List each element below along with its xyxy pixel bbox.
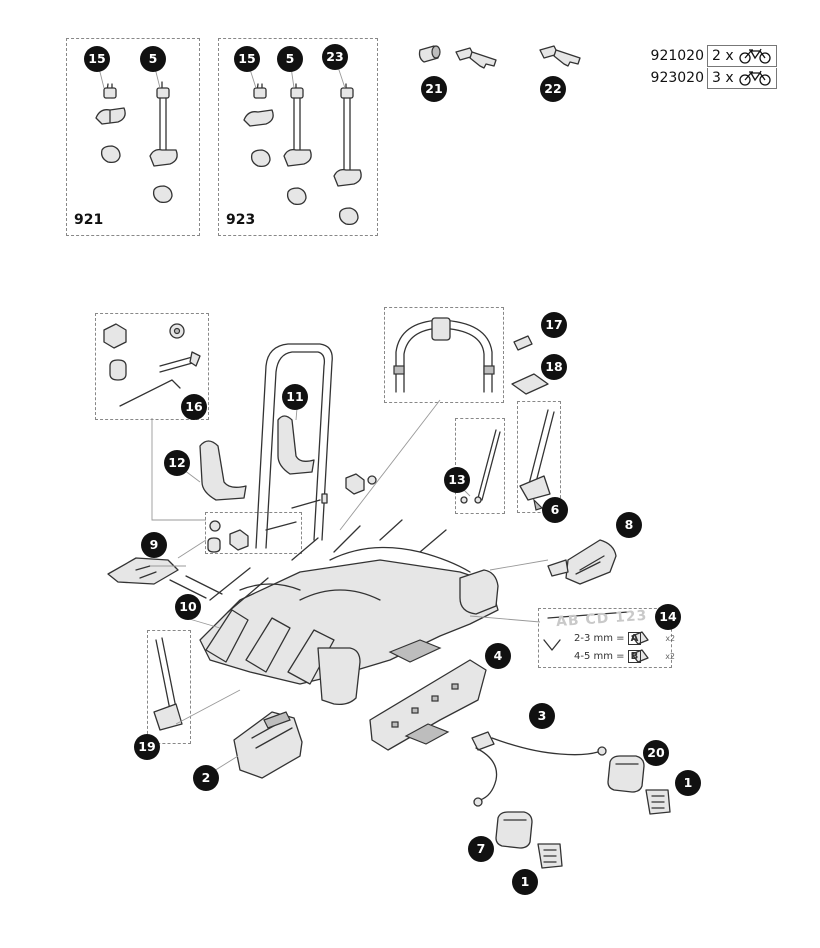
spacer-letter: B xyxy=(627,650,642,663)
part-number-badge: 3 xyxy=(529,703,555,729)
bike-holder-15-kit-921 xyxy=(95,83,126,164)
part-number-badge: 16 xyxy=(181,394,207,420)
wheel-holder-12 xyxy=(199,440,247,501)
model-code-row: 921020 2 x xyxy=(648,45,777,67)
arm-group-box xyxy=(517,401,561,513)
plate-group-box xyxy=(538,608,672,668)
part-number-badge: 12 xyxy=(164,450,190,476)
spacer-count: x2 xyxy=(665,652,676,661)
arm-6 xyxy=(519,409,555,511)
part-number-badge: 1 xyxy=(512,869,538,895)
part-number-badge: 2 xyxy=(193,765,219,791)
part-number-badge: 20 xyxy=(643,740,669,766)
wheel-holder-11 xyxy=(277,415,315,475)
bolt-set xyxy=(265,473,377,531)
knob-group-box xyxy=(205,512,302,554)
spacer-letter: A xyxy=(627,632,642,645)
tail-light-20 xyxy=(607,755,645,793)
kit-921-label: 921 xyxy=(74,212,104,228)
lock-bar-17 xyxy=(393,317,533,393)
part-number-badge: 15 xyxy=(84,46,110,72)
kit-923-box xyxy=(218,38,378,236)
bike-holder-15-kit-923 xyxy=(243,83,274,168)
leader-lines xyxy=(96,57,549,777)
bike-holder-23-kit-923 xyxy=(333,83,362,226)
key-icon xyxy=(539,45,581,67)
carrier-body xyxy=(169,519,499,706)
spacer-range: 4-5 mm = xyxy=(574,651,625,662)
part-number-badge: 9 xyxy=(141,532,167,558)
bike-quantity: 2 x xyxy=(712,48,734,64)
lamp-8 xyxy=(547,539,617,585)
kit-921-box xyxy=(66,38,200,236)
cover-9 xyxy=(107,557,179,585)
part-number-badge: 10 xyxy=(175,594,201,620)
lock-cylinder-icon xyxy=(418,45,441,63)
part-number-badge: 18 xyxy=(541,354,567,380)
part-number-badge: 5 xyxy=(140,46,166,72)
model-code-row: 923020 3 x xyxy=(648,67,777,89)
part-number-badge: 6 xyxy=(542,497,568,523)
lens-1-lower xyxy=(537,843,563,869)
part-number-badge: 22 xyxy=(540,76,566,102)
kit-923-label: 923 xyxy=(226,212,256,228)
part-number-badge: 13 xyxy=(444,467,470,493)
part-number-badge: 23 xyxy=(322,44,348,70)
spacer-spec-b: 4-5 mm = B x2 xyxy=(574,650,675,663)
bike-capacity: 3 x xyxy=(707,67,777,89)
handle-frame-11 xyxy=(255,343,333,549)
bike-quantity: 3 x xyxy=(712,69,734,86)
lock-bar-group-box xyxy=(384,307,504,403)
part-number-badge: 5 xyxy=(277,46,303,72)
part-number-badge: 11 xyxy=(282,384,308,410)
part-number-badge: 1 xyxy=(675,770,701,796)
bike-holder-5-kit-923 xyxy=(283,83,312,206)
arm-19 xyxy=(153,637,183,731)
part-number-badge: 7 xyxy=(468,836,494,862)
spacer-count: x2 xyxy=(665,634,676,643)
part-number-badge: 17 xyxy=(541,312,567,338)
bracket-18 xyxy=(511,373,549,395)
model-code: 921020 xyxy=(650,48,704,64)
part-number-badge: 15 xyxy=(234,46,260,72)
bike-holder-5-kit-921 xyxy=(149,81,178,204)
tail-light-7 xyxy=(495,811,533,849)
cable-3 xyxy=(471,731,607,807)
part-number-badge: 21 xyxy=(421,76,447,102)
key-icon xyxy=(455,47,497,69)
plate-holder-4 xyxy=(369,659,487,751)
part-number-badge: 19 xyxy=(134,734,160,760)
model-code-table: 921020 2 x 923020 3 x xyxy=(648,45,777,89)
part-number-badge: 14 xyxy=(655,604,681,630)
rod-group-box xyxy=(455,418,505,514)
lens-1-upper xyxy=(645,789,671,815)
spacer-spec-a: 2-3 mm = A x2 xyxy=(574,632,675,645)
spacer-14 xyxy=(543,611,649,663)
base-2 xyxy=(233,711,303,779)
bicycle-icon xyxy=(739,48,771,64)
model-code: 923020 xyxy=(650,70,704,86)
spacer-range: 2-3 mm = xyxy=(574,633,625,644)
rod-13 xyxy=(460,429,501,504)
bike-capacity: 2 x xyxy=(707,45,777,67)
arm-19-group-box xyxy=(147,630,191,744)
part-number-badge: 4 xyxy=(485,643,511,669)
knob-set xyxy=(207,520,249,553)
part-number-badge: 8 xyxy=(616,512,642,538)
hardware-set-16 xyxy=(103,323,201,407)
bicycle-icon xyxy=(739,70,771,86)
